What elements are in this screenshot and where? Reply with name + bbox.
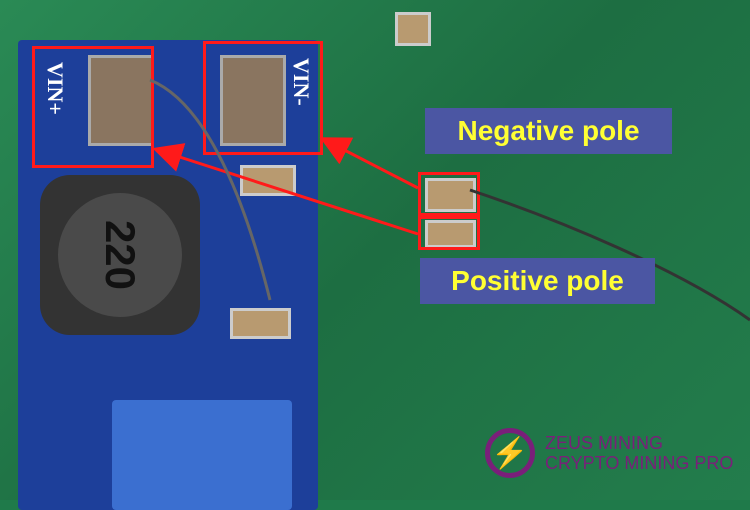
probe-wire — [149, 78, 272, 301]
watermark-line1: ZEUS MINING — [545, 433, 664, 453]
component — [230, 308, 291, 339]
positive-pole-label: Positive pole — [420, 258, 655, 304]
probe-wire — [469, 188, 750, 322]
potentiometer — [112, 400, 292, 510]
watermark-line2: CRYPTO MINING PRO — [545, 453, 734, 473]
component — [425, 220, 476, 248]
lightning-bolt-icon: ⚡ — [485, 428, 535, 478]
watermark: ⚡ ZEUS MINING CRYPTO MINING PRO — [485, 428, 733, 478]
inductor: 220 — [40, 175, 200, 335]
arrow-positive — [152, 143, 419, 236]
vin-plus-highlight — [32, 46, 154, 168]
component — [425, 178, 476, 212]
vin-minus-label: VIN- — [289, 58, 314, 106]
vin-minus-pad — [220, 55, 286, 146]
vin-minus-highlight — [203, 41, 323, 155]
negative-pole-label: Negative pole — [425, 108, 672, 154]
arrow-negative — [319, 137, 419, 190]
component — [395, 12, 431, 46]
positive-test-point-highlight — [418, 216, 480, 250]
vin-plus-label: VIN+ — [43, 62, 68, 115]
vin-plus-pad — [88, 55, 154, 146]
